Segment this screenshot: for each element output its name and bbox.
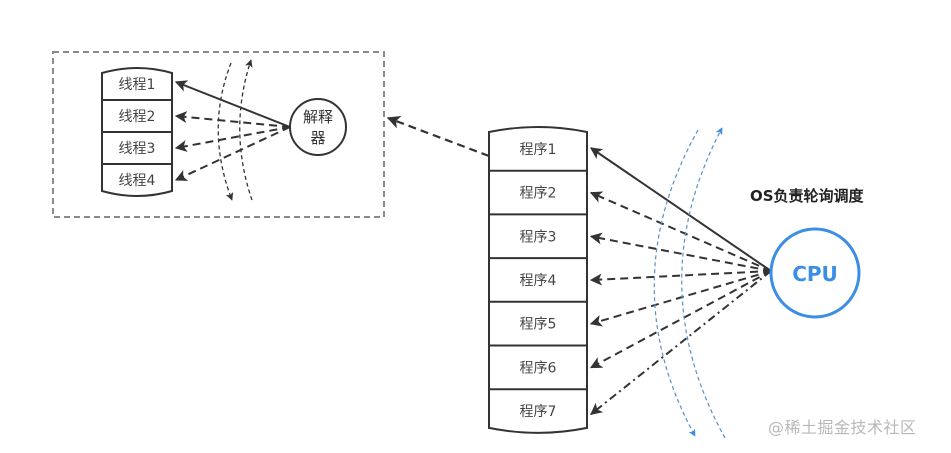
os-cycle-arc-up (681, 127, 726, 439)
program-item: 程序6 (520, 360, 557, 376)
program-to-interpreter-arrow (386, 116, 490, 158)
os-scheduler-label: OS负责轮询调度 (750, 187, 865, 205)
thread-item: 线程2 (119, 109, 156, 125)
interpreter-group-frame (52, 51, 385, 218)
cpu-label: CPU (792, 262, 838, 286)
program-item: 程序4 (520, 273, 557, 289)
cpu-to-program-arrow (590, 147, 772, 272)
program-item: 程序1 (520, 142, 557, 158)
cpu-to-program-arrow (590, 270, 772, 415)
interpreter-label-line1: 解释 (303, 108, 333, 126)
cpu-to-program-arrow (589, 232, 772, 272)
interpreter-to-thread-arrow (174, 80, 291, 128)
interpreter-to-thread-arrow (174, 126, 291, 181)
program-outline (488, 126, 588, 434)
interpreter-to-thread-arrow (174, 111, 291, 128)
thread-item: 线程3 (119, 141, 156, 157)
interpreter-node: 解释 器 (289, 98, 347, 156)
program-stack: 程序1 程序2 程序3 程序4 程序5 程序6 程序7 (488, 126, 588, 434)
thread-cycle-arc-up (239, 59, 253, 201)
interpreter-to-thread-arrow (174, 126, 291, 152)
interpreter-label-line2: 器 (310, 129, 325, 147)
os-cycle-arc-down (653, 129, 699, 437)
program-arrows (589, 147, 772, 415)
thread-stack: 线程1 线程2 线程3 线程4 (101, 67, 173, 197)
program-item: 程序2 (520, 186, 557, 202)
program-item: 程序7 (520, 404, 557, 420)
program-item: 程序5 (520, 317, 557, 333)
cpu-to-program-arrow (589, 270, 772, 286)
thread-cycle-arc-down (217, 62, 234, 201)
thread-item: 线程4 (119, 173, 156, 189)
thread-item: 线程1 (119, 77, 156, 93)
cpu-to-program-arrow (589, 191, 772, 272)
cpu-node: CPU (769, 227, 861, 319)
cpu-to-program-arrow (589, 270, 772, 369)
program-item: 程序3 (520, 229, 557, 245)
thread-arrows (174, 80, 291, 181)
cpu-to-program-arrow (589, 270, 772, 327)
watermark: @稀土掘金技术社区 (768, 418, 917, 437)
